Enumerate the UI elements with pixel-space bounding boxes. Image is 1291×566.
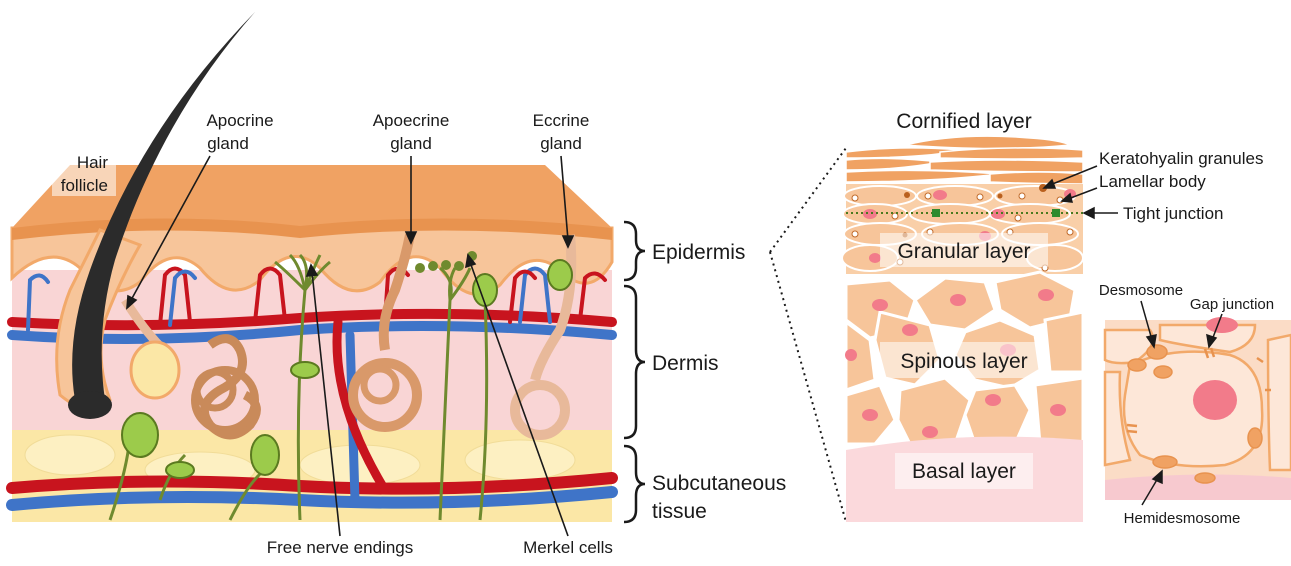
label-keratohyalin-granules: Keratohyalin granules (1099, 149, 1263, 168)
label-apocrine-gland-2: gland (207, 134, 249, 153)
label-tight-junction: Tight junction (1123, 204, 1223, 223)
label-desmosome: Desmosome (1099, 282, 1183, 299)
label-dermis: Dermis (652, 352, 719, 375)
cell-junction-detail: Desmosome Gap junction Hemidesmosome (1099, 282, 1291, 527)
label-apoecrine-gland-2: gland (390, 134, 432, 153)
tight-junction-marker (932, 209, 940, 217)
label-eccrine-gland-2: gland (540, 134, 582, 153)
label-hair-follicle-1: Hair (77, 153, 109, 172)
region-braces (624, 222, 645, 522)
zoom-lines (770, 148, 846, 522)
junction-nucleus (1193, 380, 1237, 420)
label-eccrine-gland-1: Eccrine (533, 111, 590, 130)
label-apocrine-gland-1: Apocrine (206, 111, 273, 130)
label-spinous-layer: Spinous layer (900, 350, 1027, 373)
label-subcutaneous-2: tissue (652, 500, 707, 523)
label-basal-layer: Basal layer (912, 460, 1016, 483)
label-subcutaneous-1: Subcutaneous (652, 472, 786, 495)
label-merkel-cells: Merkel cells (523, 538, 613, 557)
label-cornified-layer: Cornified layer (896, 110, 1031, 133)
skin-cross-section: Hair follicle Apocrine gland Apoecrine g… (12, 12, 786, 557)
junction-nucleus-top (1206, 317, 1238, 333)
label-gap-junction: Gap junction (1190, 296, 1274, 313)
label-granular-layer: Granular layer (897, 240, 1030, 263)
label-epidermis: Epidermis (652, 241, 745, 264)
label-apoecrine-gland-1: Apoecrine (373, 111, 450, 130)
tight-junction-marker (1052, 209, 1060, 217)
apocrine-body (131, 342, 179, 398)
label-hemidesmosome: Hemidesmosome (1124, 510, 1241, 527)
label-free-nerve-endings: Free nerve endings (267, 538, 413, 557)
label-lamellar-body: Lamellar body (1099, 172, 1206, 191)
cornified-flakes (846, 136, 1083, 184)
label-hair-follicle-2: follicle (61, 176, 108, 195)
